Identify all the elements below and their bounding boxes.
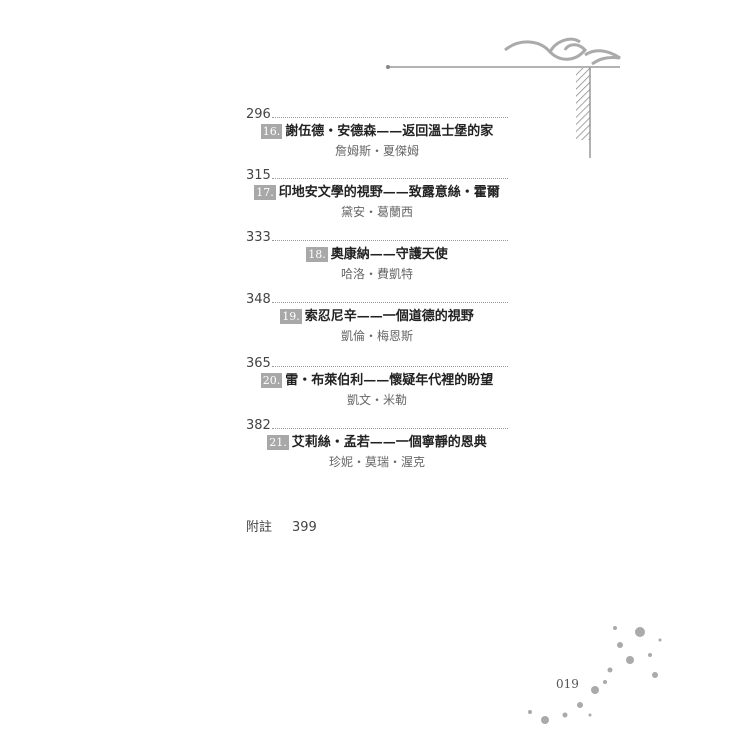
chapter-title: 艾莉絲・孟若——一個寧靜的恩典 <box>291 435 487 450</box>
dot-leader <box>272 117 508 118</box>
notes-entry[interactable]: 附註 399 <box>246 516 317 535</box>
notes-label: 附註 <box>246 520 273 535</box>
dot-leader <box>272 366 508 367</box>
toc-entry[interactable]: 365 20.雷・布萊伯利——懷疑年代裡的盼望 凱文・米勒 <box>246 356 508 416</box>
toc-entry[interactable]: 315 17.印地安文學的視野——致露意絲・霍爾 黛安・葛蘭西 <box>246 168 508 228</box>
chapter-author: 珍妮・莫瑞・渥克 <box>328 455 425 469</box>
toc-entry[interactable]: 296 16.謝伍德・安德森——返回溫士堡的家 詹姆斯・夏傑姆 <box>246 107 508 167</box>
chapter-author: 凱倫・梅恩斯 <box>340 329 413 343</box>
dot-leader <box>272 302 508 303</box>
chapter-number: 17. <box>254 185 276 200</box>
chapter-author: 凱文・米勒 <box>346 393 407 407</box>
ink-splatter-decoration <box>528 626 662 724</box>
toc-entry[interactable]: 348 19.索忍尼辛——一個道德的視野 凱倫・梅恩斯 <box>246 292 508 352</box>
chapter-number: 21. <box>267 435 289 450</box>
chapter-author: 詹姆斯・夏傑姆 <box>334 144 419 158</box>
toc-entry[interactable]: 333 18.奧康納——守護天使 哈洛・費凱特 <box>246 230 508 290</box>
dot-leader <box>272 240 508 241</box>
chapter-number: 20. <box>260 373 283 388</box>
folio-page-number: 019 <box>556 677 579 691</box>
chapter-number: 16. <box>260 124 283 139</box>
page-number: 296 <box>246 107 271 122</box>
dot-leader <box>272 428 508 429</box>
chapter-title: 奧康納——守護天使 <box>330 247 448 262</box>
page-number: 382 <box>246 418 271 433</box>
notes-page: 399 <box>292 520 317 535</box>
page-number: 348 <box>246 292 271 307</box>
page-number: 315 <box>246 168 271 183</box>
dot-leader <box>272 178 508 179</box>
page-number: 333 <box>246 230 271 245</box>
chapter-title: 印地安文學的視野——致露意絲・霍爾 <box>278 185 500 200</box>
chapter-author: 黛安・葛蘭西 <box>340 205 413 219</box>
chapter-title: 謝伍德・安德森——返回溫士堡的家 <box>285 124 494 139</box>
toc-entry[interactable]: 382 21.艾莉絲・孟若——一個寧靜的恩典 珍妮・莫瑞・渥克 <box>246 418 508 478</box>
chapter-title: 索忍尼辛——一個道德的視野 <box>304 309 474 324</box>
chapter-author: 哈洛・費凱特 <box>340 267 413 281</box>
chapter-title: 雷・布萊伯利——懷疑年代裡的盼望 <box>285 373 494 388</box>
page-number: 365 <box>246 356 271 371</box>
corner-ornament <box>386 37 621 158</box>
chapter-number: 18. <box>306 247 328 262</box>
chapter-number: 19. <box>280 309 302 324</box>
